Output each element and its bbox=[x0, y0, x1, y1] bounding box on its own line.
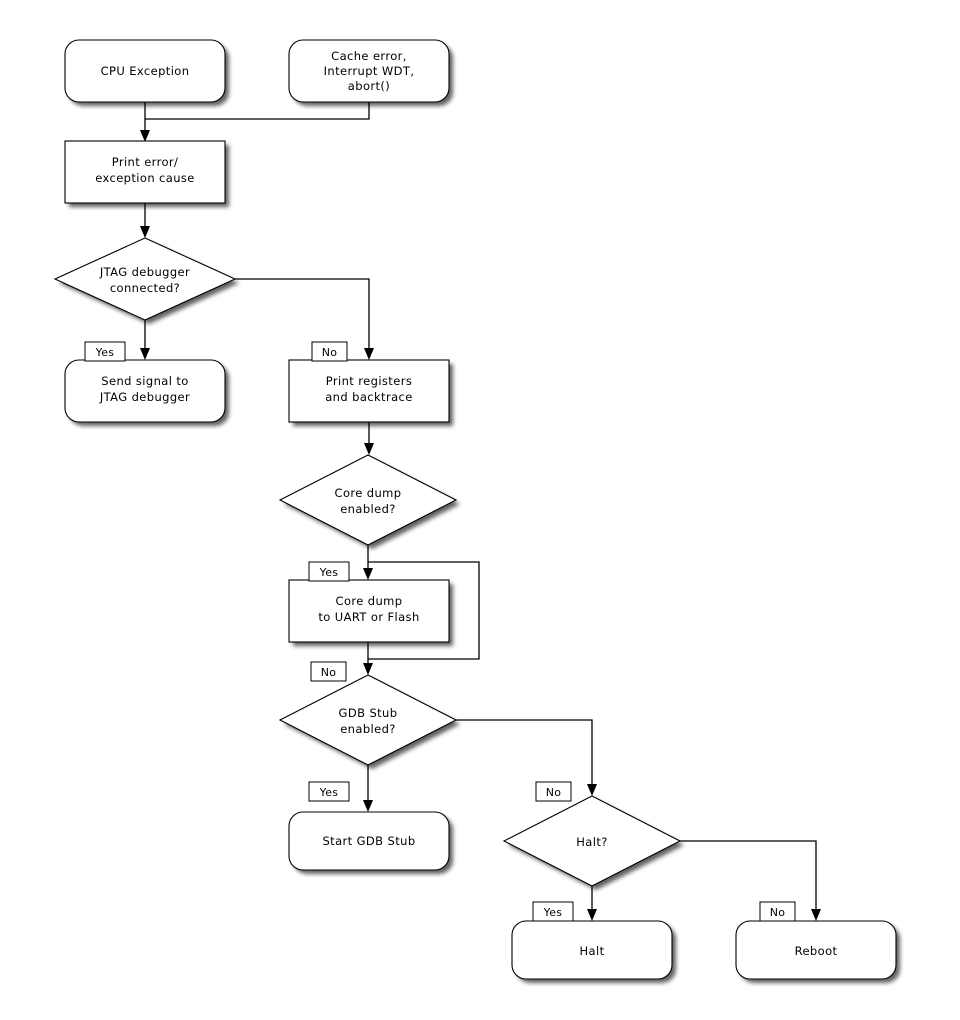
connectors bbox=[140, 102, 821, 921]
edge-label-gdbstub-no: No bbox=[535, 781, 572, 802]
node-cache-error[interactable]: Cache error, Interrupt WDT, abort() bbox=[288, 39, 450, 103]
node-cpu-exception[interactable]: CPU Exception bbox=[64, 39, 226, 103]
node-print-registers-line1: Print registers bbox=[326, 374, 412, 388]
edge-label-reboot-no-box bbox=[759, 901, 796, 922]
edge-label-coredump-yes-box bbox=[308, 561, 350, 582]
edge-label-gdbstub-yes-text: Yes bbox=[319, 786, 339, 799]
arrowhead-halt-yes bbox=[587, 909, 597, 921]
node-cache-error-line3: abort() bbox=[348, 79, 390, 93]
arrowhead-gdbstub-yes bbox=[363, 800, 373, 812]
edge-label-coredump-no-text: No bbox=[321, 666, 337, 679]
edge-coredump-no bbox=[368, 561, 480, 660]
arrowhead-halt-no bbox=[811, 909, 821, 921]
edge-label-halt-yes: Yes bbox=[532, 901, 574, 922]
edge-label-jtag-yes-text: Yes bbox=[95, 346, 115, 359]
edge-label-gdbstub-no-text: No bbox=[546, 786, 562, 799]
edge-label-jtag-no-text: No bbox=[322, 346, 338, 359]
node-cache-error-line1: Cache error, bbox=[331, 49, 407, 63]
arrowhead-jtag-yes bbox=[140, 348, 150, 360]
edge-label-gdbstub-no-box bbox=[535, 781, 572, 802]
node-core-dump-uart-flash-line2: to UART or Flash bbox=[318, 610, 419, 624]
edge-label-reboot-no-text: No bbox=[770, 906, 786, 919]
node-core-dump-uart-flash-shape[interactable] bbox=[288, 579, 450, 643]
edge-label-jtag-yes: Yes bbox=[84, 341, 126, 362]
edge-label-coredump-no-box bbox=[310, 661, 347, 682]
edge-label-halt-yes-box bbox=[532, 901, 574, 922]
edge-label-halt-yes-text: Yes bbox=[543, 906, 563, 919]
node-jtag-debugger-connected-line2: connected? bbox=[110, 281, 180, 295]
node-send-signal-jtag-line2: JTAG debugger bbox=[99, 390, 190, 404]
node-start-gdb-stub-label: Start GDB Stub bbox=[322, 834, 415, 848]
edge-label-coredump-yes: Yes bbox=[308, 561, 350, 582]
node-halt-decision[interactable]: Halt? bbox=[502, 795, 682, 887]
node-cpu-exception-shape[interactable] bbox=[64, 39, 226, 103]
node-print-error-line1: Print error/ bbox=[112, 155, 179, 169]
node-core-dump-uart-flash-line1: Core dump bbox=[336, 594, 403, 608]
node-send-signal-jtag-shape[interactable] bbox=[64, 359, 226, 423]
node-jtag-debugger-connected-shape[interactable] bbox=[53, 237, 237, 321]
edge-label-jtag-yes-box bbox=[84, 341, 126, 362]
arrowhead-coredump-to-gdbstub bbox=[363, 663, 373, 675]
edge-jtag-no bbox=[235, 278, 370, 355]
node-reboot-terminal-label: Reboot bbox=[795, 944, 838, 958]
node-jtag-debugger-connected[interactable]: JTAG debugger connected? bbox=[53, 237, 237, 321]
node-reboot-terminal-shape[interactable] bbox=[735, 920, 897, 980]
node-print-registers-line2: and backtrace bbox=[325, 390, 413, 404]
edge-label-jtag-no: No bbox=[311, 341, 348, 362]
edge-label-jtag-no-box bbox=[311, 341, 348, 362]
node-gdb-stub-enabled-line1: GDB Stub bbox=[339, 706, 398, 720]
node-core-dump-enabled-line2: enabled? bbox=[340, 502, 396, 516]
arrowhead-jtag-no bbox=[364, 348, 374, 360]
node-reboot-terminal[interactable]: Reboot bbox=[735, 920, 897, 980]
node-print-error[interactable]: Print error/ exception cause bbox=[64, 140, 226, 204]
node-core-dump-enabled-line1: Core dump bbox=[335, 486, 402, 500]
arrowhead-coredump-yes bbox=[363, 568, 373, 580]
node-print-registers-shape[interactable] bbox=[288, 359, 450, 423]
edge-halt-no bbox=[680, 840, 817, 916]
node-print-error-line2: exception cause bbox=[95, 171, 195, 185]
node-gdb-stub-enabled[interactable]: GDB Stub enabled? bbox=[278, 674, 458, 766]
arrowhead-registers-to-coredump bbox=[364, 443, 374, 455]
node-start-gdb-stub-shape[interactable] bbox=[288, 811, 450, 871]
node-core-dump-uart-flash[interactable]: Core dump to UART or Flash bbox=[288, 579, 450, 643]
node-print-error-shape[interactable] bbox=[64, 140, 226, 204]
edge-gdbstub-no bbox=[456, 719, 593, 791]
node-cache-error-shape[interactable] bbox=[288, 39, 450, 103]
edge-label-coredump-yes-text: Yes bbox=[319, 566, 339, 579]
edge-cache-to-print bbox=[145, 102, 370, 120]
node-print-registers[interactable]: Print registers and backtrace bbox=[288, 359, 450, 423]
node-halt-terminal-label: Halt bbox=[580, 944, 605, 958]
arrowhead-cpu-to-print bbox=[140, 130, 150, 142]
node-core-dump-enabled[interactable]: Core dump enabled? bbox=[278, 454, 458, 546]
node-send-signal-jtag-line1: Send signal to bbox=[101, 374, 188, 388]
arrowhead-print-to-jtag bbox=[140, 226, 150, 238]
node-halt-decision-shape[interactable] bbox=[502, 795, 682, 887]
node-cache-error-line2: Interrupt WDT, bbox=[324, 64, 415, 78]
edge-label-gdbstub-yes-box bbox=[308, 781, 350, 802]
node-halt-terminal[interactable]: Halt bbox=[511, 920, 673, 980]
node-send-signal-jtag[interactable]: Send signal to JTAG debugger bbox=[64, 359, 226, 423]
node-core-dump-enabled-shape[interactable] bbox=[278, 454, 458, 546]
edge-label-gdbstub-yes: Yes bbox=[308, 781, 350, 802]
edge-label-reboot-no: No bbox=[759, 901, 796, 922]
node-gdb-stub-enabled-shape[interactable] bbox=[278, 674, 458, 766]
node-jtag-debugger-connected-line1: JTAG debugger bbox=[99, 265, 190, 279]
edge-label-coredump-no: No bbox=[310, 661, 347, 682]
node-halt-terminal-shape[interactable] bbox=[511, 920, 673, 980]
node-start-gdb-stub[interactable]: Start GDB Stub bbox=[288, 811, 450, 871]
node-gdb-stub-enabled-line2: enabled? bbox=[340, 722, 396, 736]
node-cpu-exception-label: CPU Exception bbox=[101, 64, 190, 78]
node-halt-decision-label: Halt? bbox=[576, 835, 608, 849]
arrowhead-gdbstub-no bbox=[587, 784, 597, 796]
